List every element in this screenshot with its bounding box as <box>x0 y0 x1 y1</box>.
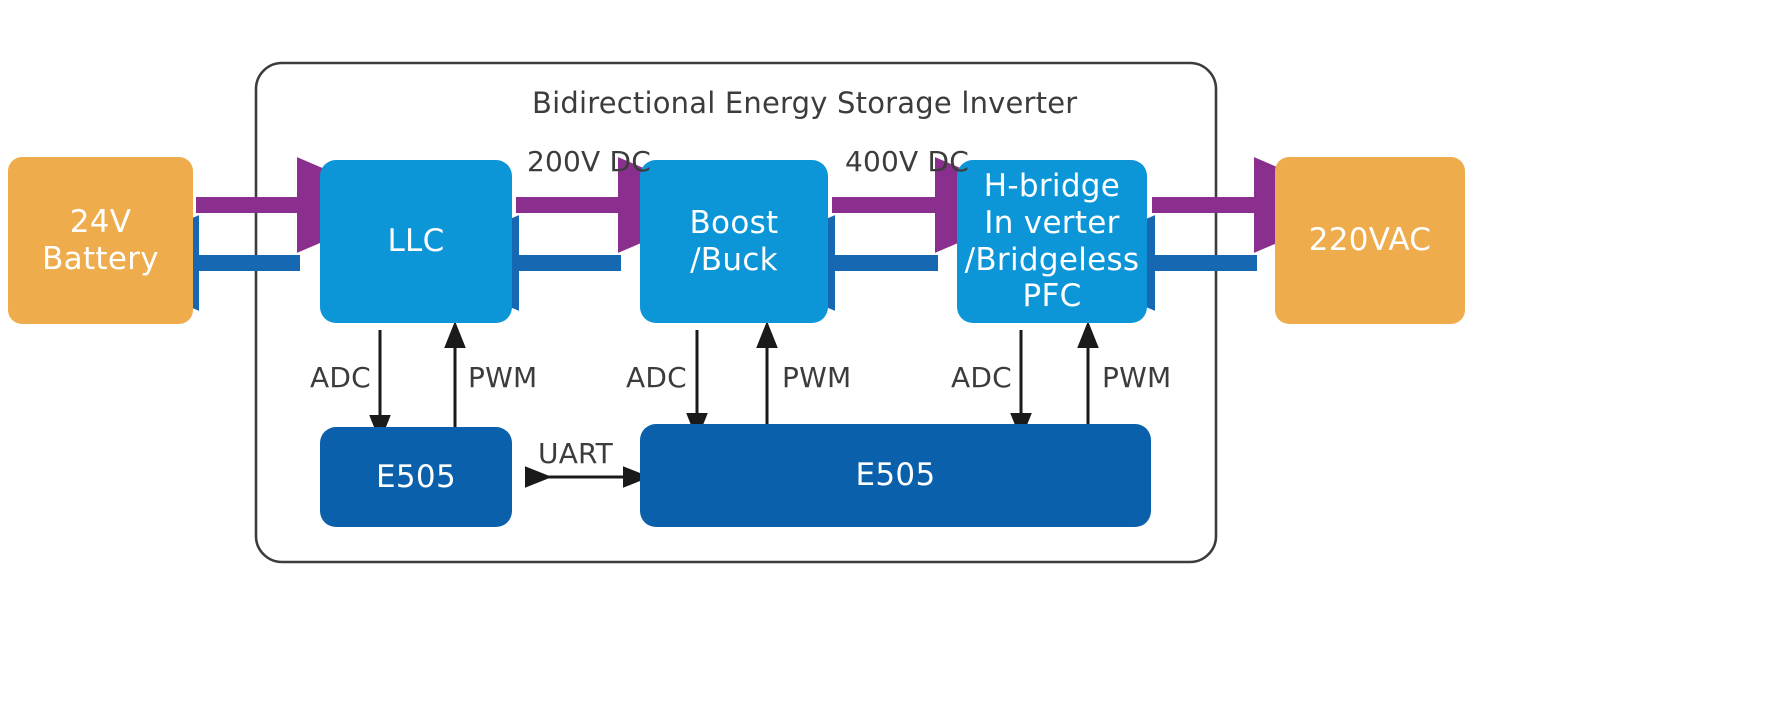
enclosure-outline <box>254 61 1218 564</box>
label-200v-dc: 200V DC <box>527 145 652 178</box>
control-signal-arrows <box>369 321 1099 488</box>
block-mcu-right-e505[interactable]: E505 <box>640 424 1151 527</box>
label-adc-llc: ADC <box>310 361 371 394</box>
block-ac-grid[interactable]: 220VAC <box>1275 157 1465 324</box>
label-adc-hbridge: ADC <box>951 361 1012 394</box>
label-pwm-boost: PWM <box>782 361 852 394</box>
enclosure-title: Bidirectional Energy Storage lnverter <box>532 86 1078 120</box>
block-llc[interactable]: LLC <box>320 160 512 323</box>
label-uart: UART <box>538 437 613 470</box>
label-adc-boost: ADC <box>626 361 687 394</box>
block-boost-buck[interactable]: Boost /Buck <box>640 160 828 323</box>
block-mcu-left-e505[interactable]: E505 <box>320 427 512 527</box>
block-battery[interactable]: 24V Battery <box>8 157 193 324</box>
label-400v-dc: 400V DC <box>845 145 970 178</box>
label-pwm-hbridge: PWM <box>1102 361 1172 394</box>
label-pwm-llc: PWM <box>468 361 538 394</box>
block-hbridge-inverter-pfc[interactable]: H-bridge In verter /Bridgeless PFC <box>957 160 1147 323</box>
